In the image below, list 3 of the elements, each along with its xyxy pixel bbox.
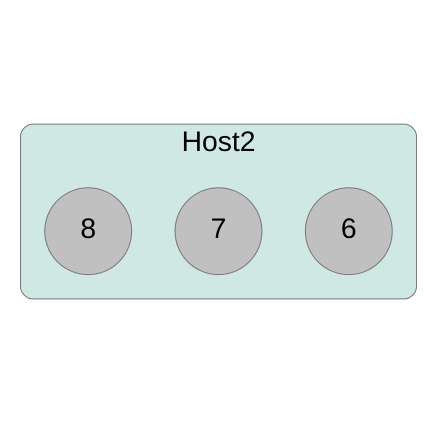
- node-circle: 6: [304, 187, 393, 276]
- node-circle: 8: [44, 187, 132, 276]
- node-circle: 7: [174, 187, 262, 276]
